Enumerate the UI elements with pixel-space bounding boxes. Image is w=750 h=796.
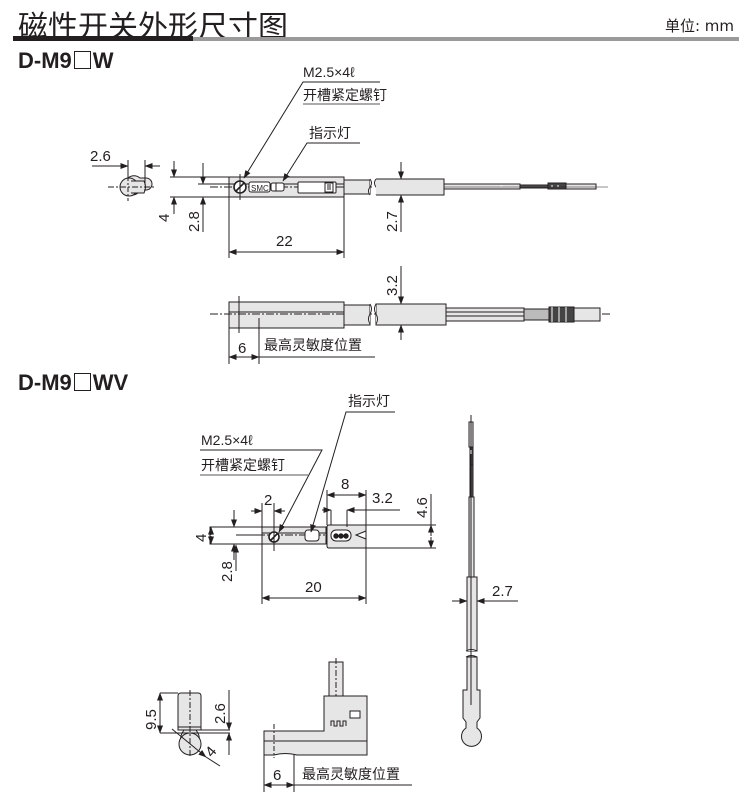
unit-label: 单位: mm — [664, 17, 734, 35]
body-marking: SMC — [251, 184, 269, 193]
model-prefix: D-M9 — [18, 370, 72, 395]
model-prefix: D-M9 — [18, 48, 72, 73]
switch-body-wv — [209, 524, 367, 551]
dim-cable-dia-wv: 2.7 — [492, 583, 513, 600]
dim-connector-len-wv: 8 — [341, 476, 349, 493]
model-heading-w: D-M9 W — [18, 48, 114, 74]
screw-name-w: 开槽紧定螺钉 — [303, 88, 387, 104]
dim-length-w: 22 — [276, 233, 293, 250]
screw-spec-w: M2.5×4ℓ — [303, 64, 355, 80]
model-suffix: WV — [92, 370, 129, 395]
indicator-label-w: 指示灯 — [309, 126, 351, 142]
model-heading-wv: D-M9 WV — [18, 370, 128, 396]
sensing-label-w: 最高灵敏度位置 — [264, 337, 362, 354]
screw-name-wv: 开槽紧定螺钉 — [201, 458, 285, 474]
dim-height-body-wv: 2.8 — [219, 561, 236, 582]
dim-height-total-wv: 4 — [193, 534, 210, 542]
dim-height-body-w: 2.8 — [186, 211, 203, 232]
side-view-w — [210, 266, 610, 364]
dims-wv-top — [200, 411, 436, 604]
placeholder-box-icon — [73, 373, 91, 391]
placeholder-box-icon — [73, 51, 91, 69]
dim-connector-height-wv: 4.6 — [414, 497, 431, 518]
model-suffix: W — [92, 48, 114, 73]
dim-length-wv: 20 — [305, 579, 322, 596]
indicator-label-wv: 指示灯 — [348, 394, 390, 410]
end-view-w — [92, 160, 160, 201]
end-view-wv — [157, 690, 232, 767]
side-view-wv — [263, 658, 412, 792]
dim-side-height-w: 3.2 — [384, 275, 401, 296]
dim-end-height-wv: 9.5 — [143, 709, 160, 730]
screw-spec-wv: M2.5×4ℓ — [201, 432, 253, 448]
dims-w-top — [170, 81, 404, 258]
dim-sensing-pos-wv: 6 — [273, 767, 281, 784]
dim-cable-dia-w: 2.7 — [384, 211, 401, 232]
dim-end-width-w: 2.6 — [90, 148, 111, 165]
dim-height-total-w: 4 — [156, 214, 173, 222]
switch-body-w — [210, 174, 608, 200]
sensing-label-wv: 最高灵敏度位置 — [302, 766, 400, 783]
dim-screw-offset-wv: 2 — [264, 492, 272, 509]
title-rule-gray — [193, 37, 739, 41]
cable-view-wv — [452, 415, 518, 747]
dim-end-top-wv: 2.6 — [212, 703, 229, 724]
title-rule-dark — [13, 36, 193, 41]
dim-sensing-pos-w: 6 — [238, 340, 246, 357]
dim-connector-offset-wv: 3.2 — [372, 490, 393, 507]
dim-end-dia-wv: 4 — [202, 743, 220, 760]
